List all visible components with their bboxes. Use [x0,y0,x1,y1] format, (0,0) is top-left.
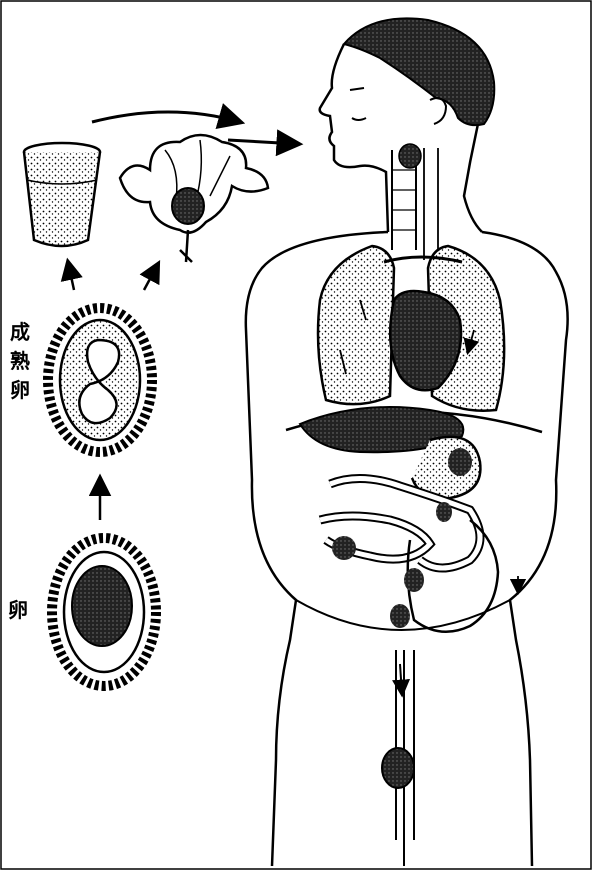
mature-egg-label-char-1: 成 [8,318,32,347]
arrow-egg-to-vegetable [144,264,158,290]
mature-egg-label-char-2: 熟 [8,347,32,376]
egg-label: 卵 [8,600,28,620]
mature-egg-label-char-3: 卵 [8,376,32,405]
water-glass-icon [24,143,100,246]
human-body-illustration [246,18,568,866]
arrow-glass-to-mouth [92,112,240,122]
mature-egg-illustration [48,308,152,452]
mature-egg-label: 成 熟 卵 [8,318,32,405]
arrow-egg-to-glass [68,262,74,290]
egg-illustration [52,538,156,686]
vegetable-icon [120,135,268,262]
arrow-vegetable-to-mouth [228,140,298,144]
